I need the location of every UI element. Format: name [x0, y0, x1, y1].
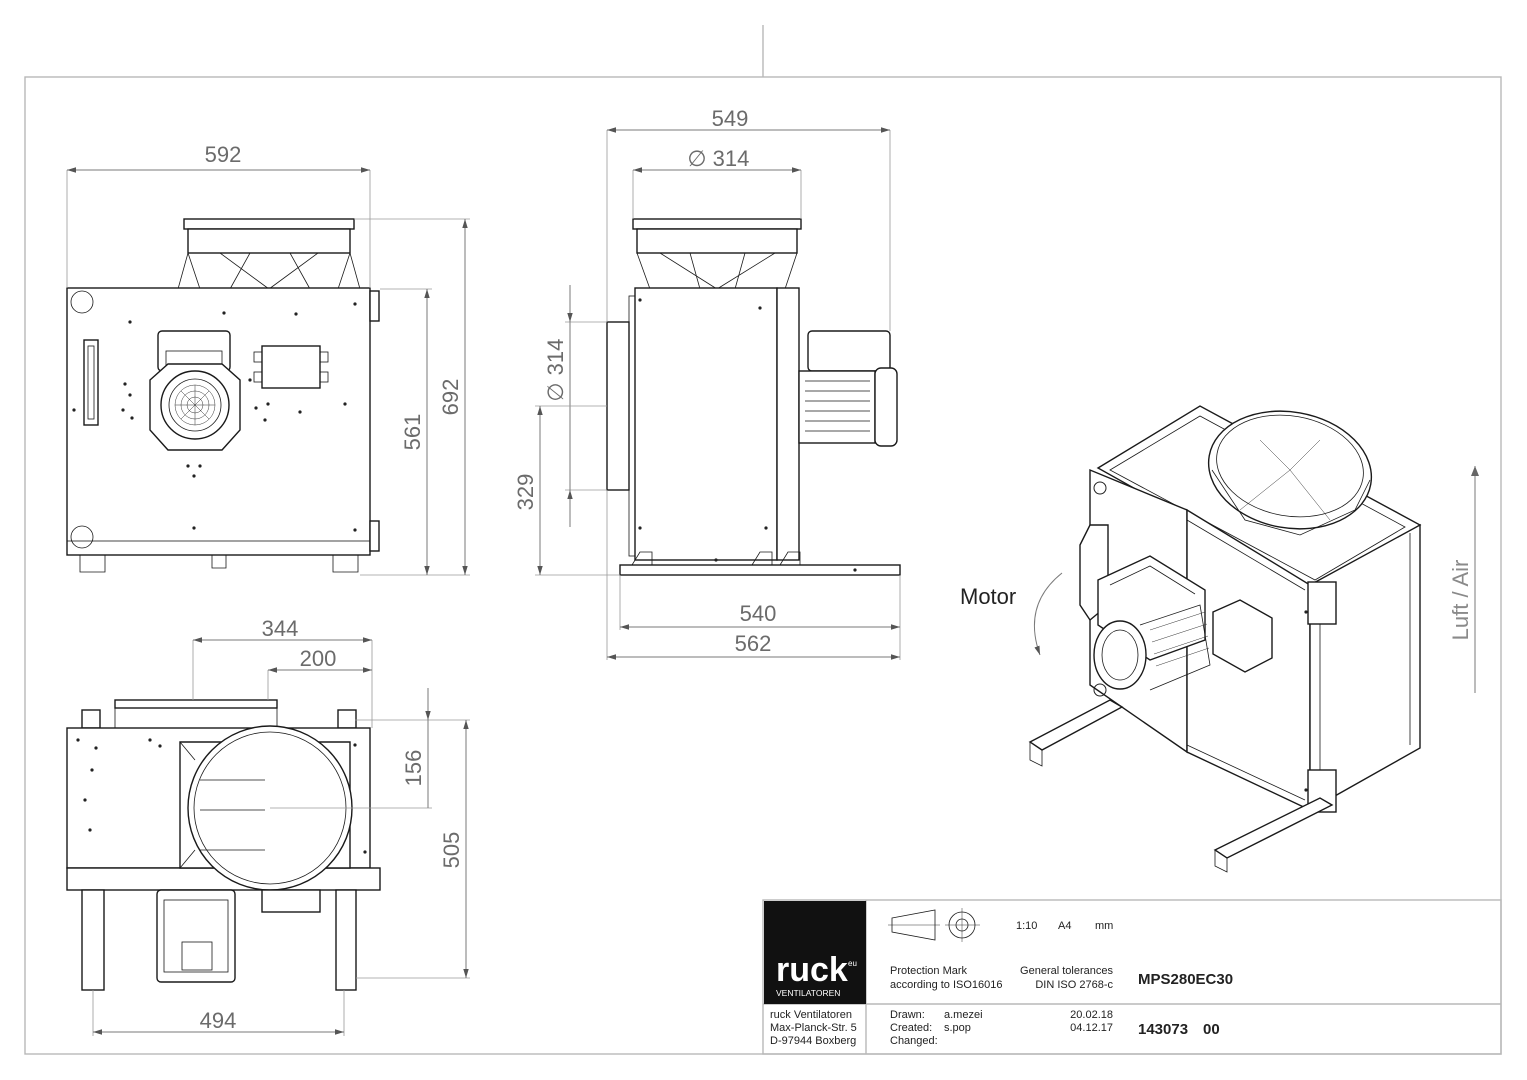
dim-side-outlet-dia-symbol: ∅: [543, 382, 568, 401]
motor-label: Motor: [960, 584, 1016, 609]
dim-side-inlet-dia-symbol: ∅: [687, 146, 706, 171]
front-view: [66, 218, 380, 573]
dim-side-inlet-dia: 314: [713, 146, 750, 171]
drawn-label: Drawn:: [890, 1009, 925, 1021]
dim-side-base-inner: 540: [740, 601, 777, 626]
bottom-view-dimensions: 344 200 156 505 494: [92, 616, 470, 1036]
company-logo: [764, 901, 866, 1004]
air-label: Luft / Air: [1448, 560, 1473, 641]
air-direction-annotation: Luft / Air: [1448, 466, 1479, 693]
drawn-date: 20.02.18: [1070, 1009, 1113, 1021]
dim-front-height-body: 561: [400, 414, 425, 451]
side-view: [606, 218, 901, 576]
drawn-by: a.mezei: [944, 1009, 983, 1021]
projection-symbol: [888, 908, 980, 942]
protection-mark-line2: according to ISO16016: [890, 979, 1003, 991]
document-revision: 00: [1203, 1021, 1220, 1038]
paper-text: A4: [1058, 920, 1071, 932]
units-text: mm: [1095, 920, 1113, 932]
dim-side-outlet-height: 329: [513, 474, 538, 511]
document-number: 143073: [1138, 1021, 1188, 1038]
tolerances-line1: General tolerances: [1020, 965, 1113, 977]
logo-sup: eu: [848, 959, 857, 968]
dim-bottom-344: 344: [262, 616, 299, 641]
company-name: ruck Ventilatoren: [770, 1009, 852, 1021]
dim-front-width: 592: [205, 142, 242, 167]
company-city: D-97944 Boxberg: [770, 1035, 856, 1047]
scale-text: 1:10: [1016, 920, 1037, 932]
product-name: MPS280EC30: [1138, 971, 1233, 988]
isometric-view: [1028, 405, 1422, 873]
dim-side-width-top: 549: [712, 106, 749, 131]
dim-side-outlet-dia: 314: [543, 339, 568, 376]
motor-rotation-annotation: Motor: [960, 572, 1063, 656]
company-street: Max-Planck-Str. 5: [770, 1022, 857, 1034]
front-view-dimensions: 592 692 561: [66, 142, 470, 576]
created-label: Created:: [890, 1022, 932, 1034]
tolerances-line2: DIN ISO 2768-c: [1035, 979, 1113, 991]
dim-bottom-494: 494: [200, 1008, 237, 1033]
title-block: ruck eu VENTILATOREN 1:10 A4 mm Protecti…: [762, 899, 1502, 1055]
created-by: s.pop: [944, 1022, 971, 1034]
bottom-view: [66, 699, 381, 991]
dim-bottom-156: 156: [401, 750, 426, 787]
logo-wordmark: ruck: [776, 951, 848, 989]
dim-bottom-505: 505: [439, 832, 464, 869]
protection-mark-line1: Protection Mark: [890, 965, 968, 977]
dim-front-height-total: 692: [438, 379, 463, 416]
created-date: 04.12.17: [1070, 1022, 1113, 1034]
dim-bottom-200: 200: [300, 646, 337, 671]
logo-subtitle: VENTILATOREN: [776, 988, 840, 998]
changed-label: Changed:: [890, 1035, 938, 1047]
dim-side-base-outer: 562: [735, 631, 772, 656]
side-view-dimensions: 549 ∅ 314 ∅ 314 329 540 562: [513, 106, 901, 660]
